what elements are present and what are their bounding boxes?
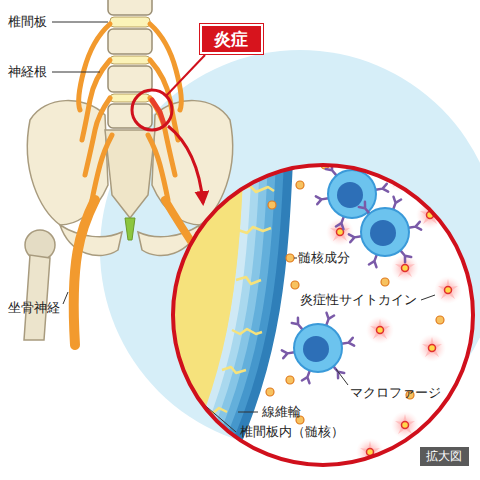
zoom-content	[370, 319, 390, 339]
part-label: 髄核成分	[298, 250, 350, 266]
zoom-content	[294, 258, 297, 259]
part-label: マクロファージ	[350, 385, 441, 401]
part-label: 神経根	[8, 64, 47, 80]
part-label: 椎間板内（髄核）	[240, 424, 344, 440]
cracks	[205, 186, 274, 413]
zoom-content	[445, 287, 452, 294]
zoom-tag: 拡大図	[420, 447, 469, 466]
nucleus-particle	[286, 254, 294, 262]
zoom-content	[336, 369, 348, 385]
zoom-content	[370, 220, 396, 246]
nucleus-particle	[381, 278, 389, 286]
zoom-content	[402, 265, 409, 272]
zoom-content	[421, 295, 435, 300]
part-label: 椎間板	[8, 14, 47, 30]
pelvis	[24, 255, 50, 340]
zoom-content	[236, 277, 261, 284]
macrophage	[349, 197, 421, 267]
zoom-content	[416, 201, 444, 229]
vertebrae	[110, 94, 150, 102]
zoom-content	[429, 345, 436, 352]
cytokine	[416, 201, 444, 229]
zoom-content	[418, 334, 446, 362]
zoom-content	[294, 324, 342, 372]
zoom-content	[337, 182, 363, 208]
pelvis	[60, 225, 122, 256]
zoom-content	[238, 412, 258, 413]
pelvis	[105, 130, 155, 218]
leader-lines	[52, 72, 100, 73]
nerves	[152, 100, 164, 124]
part-label: 炎症性サイトカイン	[300, 292, 417, 308]
leader-lines	[63, 292, 68, 304]
zoom-content	[328, 170, 376, 218]
vertebrae	[108, 104, 152, 128]
cytokine	[418, 334, 446, 362]
nucleus-particle	[268, 201, 276, 209]
vertebrae	[110, 56, 150, 64]
zoom-content	[395, 414, 415, 434]
nucleus-particle	[296, 181, 304, 189]
zoom-content	[366, 316, 394, 344]
nucleus-particle	[436, 316, 444, 324]
nucleus-particle	[286, 376, 294, 384]
part-label: 線維輪	[262, 404, 301, 420]
zoom-content	[402, 422, 409, 429]
zoom-content	[222, 367, 246, 373]
zoom-content	[422, 337, 442, 357]
macrophage	[282, 313, 354, 383]
pelvis	[125, 218, 135, 240]
node-text: 炎症	[214, 29, 249, 49]
vertebrae	[108, 29, 152, 54]
zoom-content	[232, 329, 262, 334]
zoom-content	[361, 208, 409, 256]
cytokine	[434, 276, 462, 304]
callout-line	[166, 55, 205, 96]
part-label: 坐骨神経	[8, 300, 60, 316]
zoom-content	[238, 227, 271, 233]
cytokine	[366, 316, 394, 344]
zoom-content	[434, 276, 462, 304]
zoom-arrow	[168, 126, 203, 203]
leader-lines	[52, 22, 108, 304]
zoom-content	[438, 279, 458, 299]
leader-lines	[201, 258, 435, 432]
nerves	[85, 98, 110, 175]
annulus-bands	[184, 150, 289, 470]
vertebrae	[108, 0, 152, 128]
zoom-content	[377, 327, 384, 334]
node-text: 拡大図	[426, 449, 463, 464]
nucleus-particle	[291, 281, 299, 289]
zoom-content	[224, 150, 289, 470]
zoom-content	[367, 449, 374, 456]
vertebrae	[108, 66, 152, 92]
zoom-border	[173, 165, 473, 465]
inflammation-box: 炎症	[200, 24, 263, 54]
nerves	[148, 135, 168, 200]
zoom-content	[397, 175, 404, 182]
nucleus-particle	[266, 388, 274, 396]
nerves	[74, 200, 95, 345]
leader-lines	[52, 22, 108, 23]
zoom-content	[420, 204, 440, 224]
vertebrae	[108, 0, 152, 15]
zoom-content	[303, 336, 329, 362]
vertebrae	[110, 17, 150, 27]
nerves	[92, 135, 112, 200]
